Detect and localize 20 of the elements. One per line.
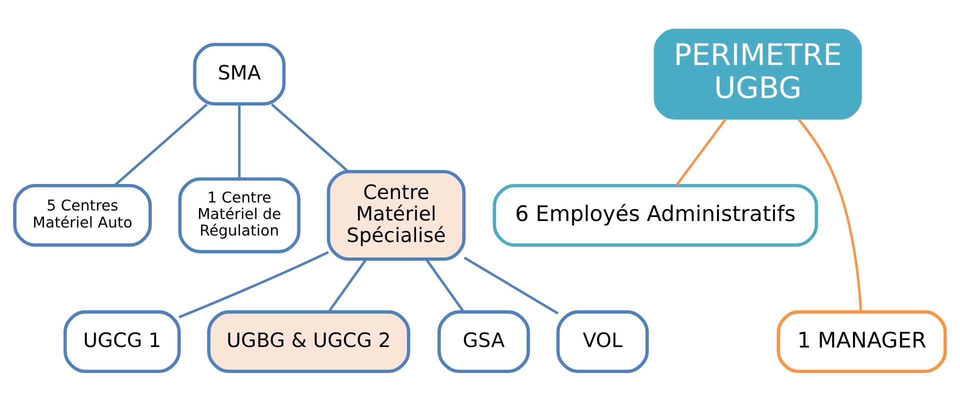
node-box: VOL bbox=[556, 310, 649, 374]
node-box: 1 MANAGER bbox=[776, 310, 947, 374]
node-box: UGBG & UGCG 2 bbox=[207, 310, 410, 374]
connector bbox=[676, 118, 726, 186]
node-box: SMA bbox=[193, 42, 286, 106]
node-box: UGCG 1 bbox=[64, 310, 181, 374]
connector bbox=[114, 103, 208, 186]
node-box: PERIMETRE UGBG bbox=[654, 28, 862, 120]
connector bbox=[271, 103, 350, 172]
connector bbox=[328, 258, 368, 312]
node-box: 6 Employés Administratifs bbox=[492, 184, 818, 247]
connector bbox=[178, 250, 329, 318]
connector bbox=[464, 256, 559, 314]
connector bbox=[798, 118, 862, 312]
connector bbox=[238, 104, 241, 179]
node-box: GSA bbox=[437, 310, 530, 374]
node-box: 5 Centres Matériel Auto bbox=[13, 184, 152, 247]
node-box: Centre Matériel Spécialisé bbox=[326, 170, 466, 261]
connector bbox=[425, 258, 464, 312]
node-box: 1 Centre Matériel de Régulation bbox=[178, 177, 300, 254]
